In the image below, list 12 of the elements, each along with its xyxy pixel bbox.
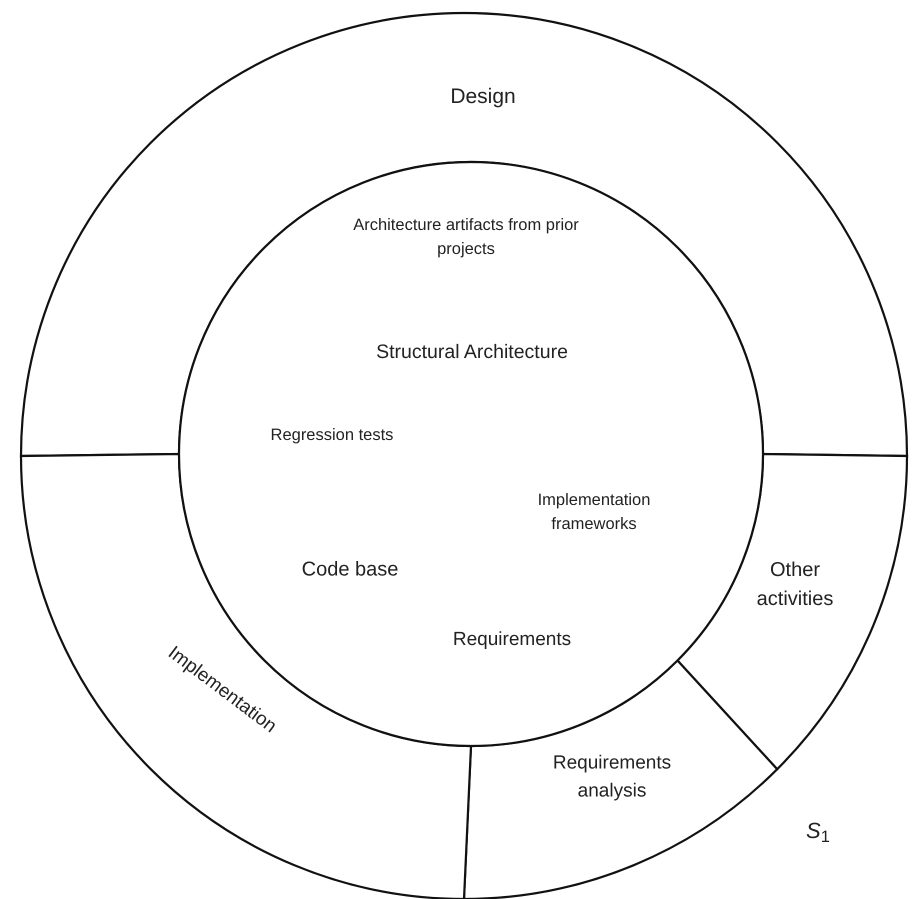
ring-sector bbox=[463, 659, 779, 899]
segment-label: Requirements bbox=[452, 628, 572, 652]
segment-label: Other activities bbox=[756, 558, 834, 612]
segment-label: Architecture artifacts from prior projects bbox=[352, 215, 580, 260]
segment-label: Design bbox=[449, 84, 517, 110]
segment-label: Implementation frameworks bbox=[536, 490, 652, 535]
figure-label: S$_{1}$ bbox=[806, 817, 830, 847]
segment-label: Structural Architecture bbox=[375, 340, 569, 365]
segment-label: Code base bbox=[300, 558, 400, 582]
ring-sector bbox=[676, 453, 909, 771]
segment-label: Requirements analysis bbox=[552, 751, 672, 803]
segment-label: Regression tests bbox=[270, 425, 394, 446]
